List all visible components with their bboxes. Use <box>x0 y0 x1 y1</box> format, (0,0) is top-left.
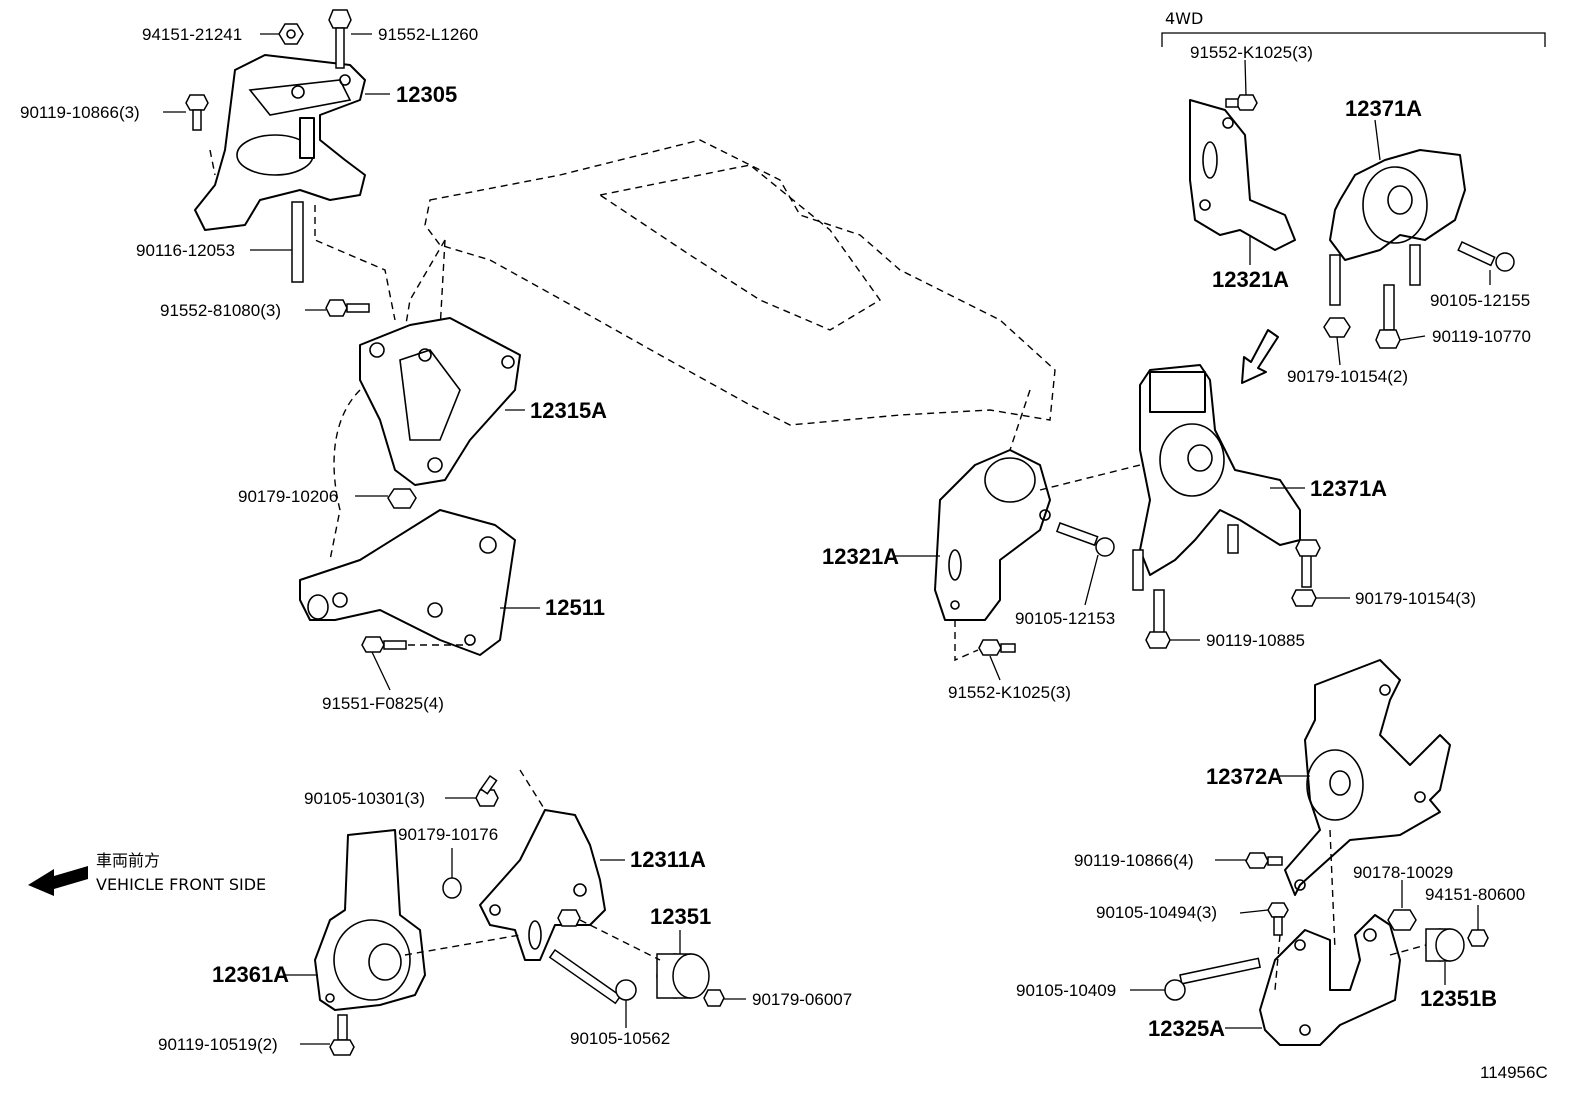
label-90119-10866-4[interactable]: 90119-10866(4) <box>1074 851 1194 870</box>
bracket-12511 <box>299 509 516 656</box>
label-12371A-mid[interactable]: 12371A <box>1310 476 1387 501</box>
mount-12361A <box>314 829 426 1011</box>
bolt-90105-10562 <box>548 909 637 1005</box>
label-90105-10562[interactable]: 90105-10562 <box>570 1029 670 1048</box>
nut-90179-10154-2 <box>1323 317 1351 338</box>
label-90119-10519-2[interactable]: 90119-10519(2) <box>158 1035 278 1054</box>
label-90105-12153[interactable]: 90105-12153 <box>1015 609 1115 628</box>
label-12305[interactable]: 12305 <box>396 82 457 107</box>
label-90119-10770[interactable]: 90119-10770 <box>1432 327 1531 346</box>
mount-12371A-mid <box>1132 364 1301 591</box>
stud-90116-12053 <box>291 201 304 283</box>
label-12321A-top[interactable]: 12321A <box>1212 267 1289 292</box>
bolt-90105-12155 <box>1457 241 1515 272</box>
nut-90178-10029 <box>1387 909 1417 931</box>
label-12371A-top[interactable]: 12371A <box>1345 96 1422 121</box>
label-90179-10154-3[interactable]: 90179-10154(3) <box>1355 589 1476 608</box>
bolt-90119-10770 <box>1375 284 1401 349</box>
label-91552-K1025-3-top[interactable]: 91552-K1025(3) <box>1190 43 1313 62</box>
bracket-12315A <box>359 317 521 486</box>
label-90105-10409[interactable]: 90105-10409 <box>1016 981 1116 1000</box>
vehicle-front-arrow-icon <box>28 866 88 896</box>
arrow-4wd-down <box>1241 329 1279 384</box>
label-12511[interactable]: 12511 <box>545 595 605 620</box>
label-vehicle-front-jp: 車両前方 <box>96 851 160 870</box>
label-12315A[interactable]: 12315A <box>530 398 607 423</box>
bolt-90119-10519-2 <box>329 1014 355 1056</box>
label-90179-10154-2[interactable]: 90179-10154(2) <box>1287 367 1408 386</box>
label-12351B[interactable]: 12351B <box>1420 986 1497 1011</box>
bushing-12351 <box>656 953 710 999</box>
mount-12372A <box>1284 659 1451 896</box>
bolt-90105-12153 <box>1055 522 1115 557</box>
mount-12371A-top <box>1329 149 1466 306</box>
label-91552-K1025-3-bot[interactable]: 91552-K1025(3) <box>948 683 1071 702</box>
bolt-90119-10866-3-left <box>185 94 209 131</box>
label-12361A[interactable]: 12361A <box>212 962 289 987</box>
bracket-12321A-top <box>1189 99 1296 251</box>
label-12325A[interactable]: 12325A <box>1148 1016 1225 1041</box>
mount-12305 <box>194 54 366 231</box>
label-12351[interactable]: 12351 <box>650 904 711 929</box>
label-90119-10885[interactable]: 90119-10885 <box>1206 631 1305 650</box>
label-90178-10029[interactable]: 90178-10029 <box>1353 863 1453 882</box>
bolt-91552-K1025-3-bot <box>978 639 1016 656</box>
group-4wd-bracket <box>1161 32 1546 47</box>
label-90105-10494-3[interactable]: 90105-10494(3) <box>1096 903 1217 922</box>
nut-94151-21241 <box>278 23 304 45</box>
label-90105-10301-3[interactable]: 90105-10301(3) <box>304 789 425 808</box>
nut-90179-10206 <box>387 488 417 509</box>
bolt-90105-10409 <box>1164 957 1262 1001</box>
label-12372A[interactable]: 12372A <box>1206 764 1283 789</box>
nut-90179-10154-3 <box>1291 539 1321 607</box>
drawing-number: 114956C <box>1480 1063 1548 1082</box>
bracket-12325A <box>1259 914 1401 1046</box>
label-90116-12053[interactable]: 90116-12053 <box>136 241 235 260</box>
label-90179-06007[interactable]: 90179-06007 <box>752 990 852 1009</box>
label-vehicle-front-en: VEHICLE FRONT SIDE <box>96 875 266 894</box>
bracket-12311A <box>479 809 606 961</box>
nut-94151-80600 <box>1467 929 1489 947</box>
label-91552-81080-3[interactable]: 91552-81080(3) <box>160 301 281 320</box>
bolt-91551-F0825-4 <box>361 636 407 653</box>
bracket-12321A-mid <box>934 449 1051 621</box>
label-90105-12155[interactable]: 90105-12155 <box>1430 291 1530 310</box>
label-90179-10176[interactable]: 90179-10176 <box>398 825 498 844</box>
label-94151-21241[interactable]: 94151-21241 <box>142 25 242 44</box>
label-90179-10206[interactable]: 90179-10206 <box>238 487 338 506</box>
bolt-91552-81080-3 <box>325 299 370 317</box>
bolt-90119-10885 <box>1145 589 1171 649</box>
label-12321A-mid[interactable]: 12321A <box>822 544 899 569</box>
label-12311A[interactable]: 12311A <box>630 847 706 872</box>
bolt-91552-K1025-3-top <box>1225 94 1258 111</box>
nut-90179-06007 <box>703 989 725 1007</box>
bolt-90105-10494-3 <box>1267 902 1289 936</box>
label-94151-80600[interactable]: 94151-80600 <box>1425 885 1525 904</box>
bolt-90119-10866-4 <box>1245 852 1283 869</box>
bolt-91552-L1260 <box>328 9 352 69</box>
bolt-90105-10301-3 <box>475 774 499 807</box>
part-labels: 4WD 94151-21241 91552-L1260 12305 90119-… <box>20 9 1548 1082</box>
nut-90179-10176 <box>442 877 462 899</box>
label-91552-L1260[interactable]: 91552-L1260 <box>378 25 478 44</box>
label-91551-F0825-4[interactable]: 91551-F0825(4) <box>322 694 444 713</box>
label-90119-10866-3[interactable]: 90119-10866(3) <box>20 103 140 122</box>
leader-lines <box>163 33 1491 1045</box>
label-4wd: 4WD <box>1165 9 1203 28</box>
bushing-12351B <box>1425 928 1465 962</box>
